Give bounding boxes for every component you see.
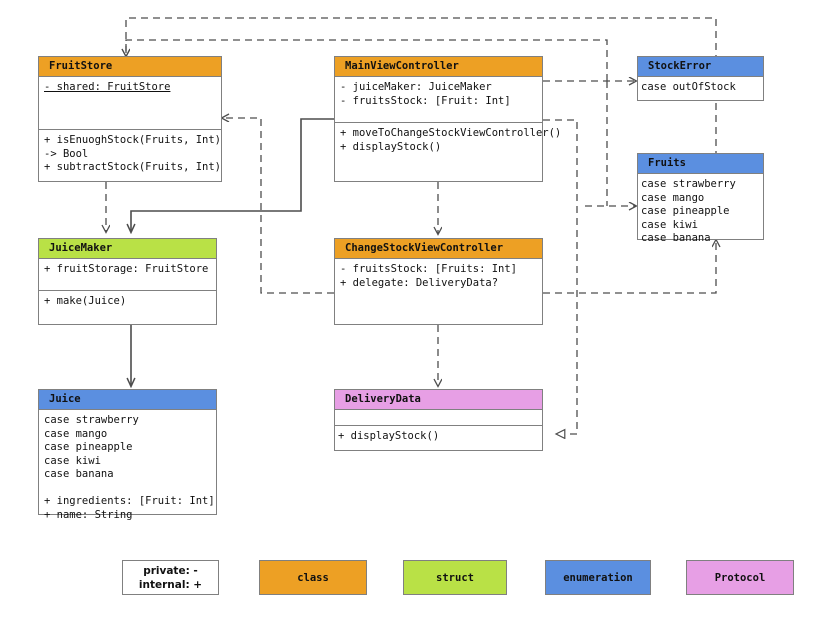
enum-cases-fruits: case strawberry case mango case pineappl…	[638, 174, 763, 250]
case-row: case banana	[44, 468, 114, 480]
legend-private-label: private: -	[143, 564, 198, 577]
class-box-changestockviewcontroller[interactable]: ChangeStockViewController - fruitsStock:…	[334, 238, 543, 325]
case-row: case strawberry	[44, 414, 139, 426]
struct-properties-juicemaker: + fruitStorage: FruitStore	[39, 259, 216, 290]
legend-protocol-label: Protocol	[714, 571, 766, 584]
case-row: case mango	[641, 191, 705, 204]
struct-title-juicemaker: JuiceMaker	[39, 239, 216, 259]
class-properties-changestockviewcontroller: - fruitsStock: [Fruits: Int] + delegate:…	[335, 259, 542, 294]
member-row: + ingredients: [Fruit: Int]	[44, 495, 215, 507]
method-row: + displayStock()	[340, 140, 442, 153]
method-row: -> Bool	[44, 147, 89, 160]
protocol-title-deliverydata: DeliveryData	[335, 390, 542, 410]
legend-class-label: class	[297, 571, 329, 584]
spacer-row	[44, 482, 216, 496]
enum-box-juice[interactable]: Juice case strawberry case mango case pi…	[38, 389, 217, 521]
case-row: case strawberry	[641, 178, 736, 190]
property-row: + fruitStorage: FruitStore	[44, 263, 209, 275]
protocol-box-deliverydata[interactable]: DeliveryData + displayStock()	[334, 389, 543, 451]
enum-cases-juice: case strawberry case mango case pineappl…	[39, 410, 216, 526]
enum-box-fruits[interactable]: Fruits case strawberry case mango case p…	[637, 153, 764, 244]
method-row: + moveToChangeStockViewController()	[340, 127, 562, 139]
class-methods-mainviewcontroller: + moveToChangeStockViewController() + di…	[335, 122, 562, 158]
case-row: case mango	[44, 427, 108, 440]
property-row: - fruitsStock: [Fruit: Int]	[340, 94, 511, 107]
property-row: - juiceMaker: JuiceMaker	[340, 81, 492, 93]
method-row: + isEnuoghStock(Fruits, Int)	[44, 134, 222, 146]
member-row: + name: String	[44, 508, 133, 521]
enum-box-stockerror[interactable]: StockError case outOfStock	[637, 56, 764, 101]
edge-changestockvc-to-fruitstore	[222, 118, 334, 294]
legend-swatch-protocol: Protocol	[686, 560, 794, 595]
property-row: - shared: FruitStore	[44, 81, 171, 93]
class-title-changestockviewcontroller: ChangeStockViewController	[335, 239, 542, 259]
class-properties-mainviewcontroller: - juiceMaker: JuiceMaker - fruitsStock: …	[335, 77, 542, 122]
struct-box-juicemaker[interactable]: JuiceMaker + fruitStorage: FruitStore + …	[38, 238, 217, 325]
class-box-fruitstore[interactable]: FruitStore - shared: FruitStore + isEnuo…	[38, 56, 222, 182]
enum-title-juice: Juice	[39, 390, 216, 410]
case-row: case outOfStock	[641, 81, 736, 93]
case-row: case banana	[641, 232, 711, 244]
edge-mainvc-to-deliverydata	[543, 119, 578, 434]
property-row: + delegate: DeliveryData?	[340, 276, 499, 289]
case-row: case pineapple	[44, 441, 133, 453]
legend-swatch-enumeration: enumeration	[545, 560, 651, 595]
method-row: + displayStock()	[338, 430, 440, 442]
case-row: case kiwi	[44, 454, 101, 467]
class-methods-fruitstore: + isEnuoghStock(Fruits, Int) -> Bool + s…	[39, 129, 221, 179]
method-row: + subtractStock(Fruits, Int)	[44, 161, 222, 173]
property-row: - fruitsStock: [Fruits: Int]	[340, 263, 518, 275]
legend-struct-label: struct	[436, 571, 474, 584]
class-box-mainviewcontroller[interactable]: MainViewController - juiceMaker: JuiceMa…	[334, 56, 562, 182]
legend-swatch-struct: struct	[403, 560, 507, 595]
enum-title-stockerror: StockError	[638, 57, 763, 77]
legend-visibility: private: - internal: +	[122, 560, 219, 595]
enum-cases-stockerror: case outOfStock	[638, 77, 763, 99]
struct-methods-juicemaker: + make(Juice)	[39, 290, 216, 313]
class-properties-fruitstore: - shared: FruitStore	[39, 77, 221, 129]
legend-swatch-class: class	[259, 560, 367, 595]
legend-enumeration-label: enumeration	[563, 571, 633, 584]
enum-title-fruits: Fruits	[638, 154, 763, 174]
legend-internal-label: internal: +	[138, 578, 203, 591]
class-title-fruitstore: FruitStore	[39, 57, 221, 77]
method-row: + make(Juice)	[44, 295, 127, 307]
class-title-mainviewcontroller: MainViewController	[335, 57, 542, 77]
protocol-methods-deliverydata: + displayStock()	[335, 425, 542, 448]
case-row: case pineapple	[641, 205, 730, 217]
protocol-properties-deliverydata	[335, 410, 542, 425]
case-row: case kiwi	[641, 218, 698, 231]
